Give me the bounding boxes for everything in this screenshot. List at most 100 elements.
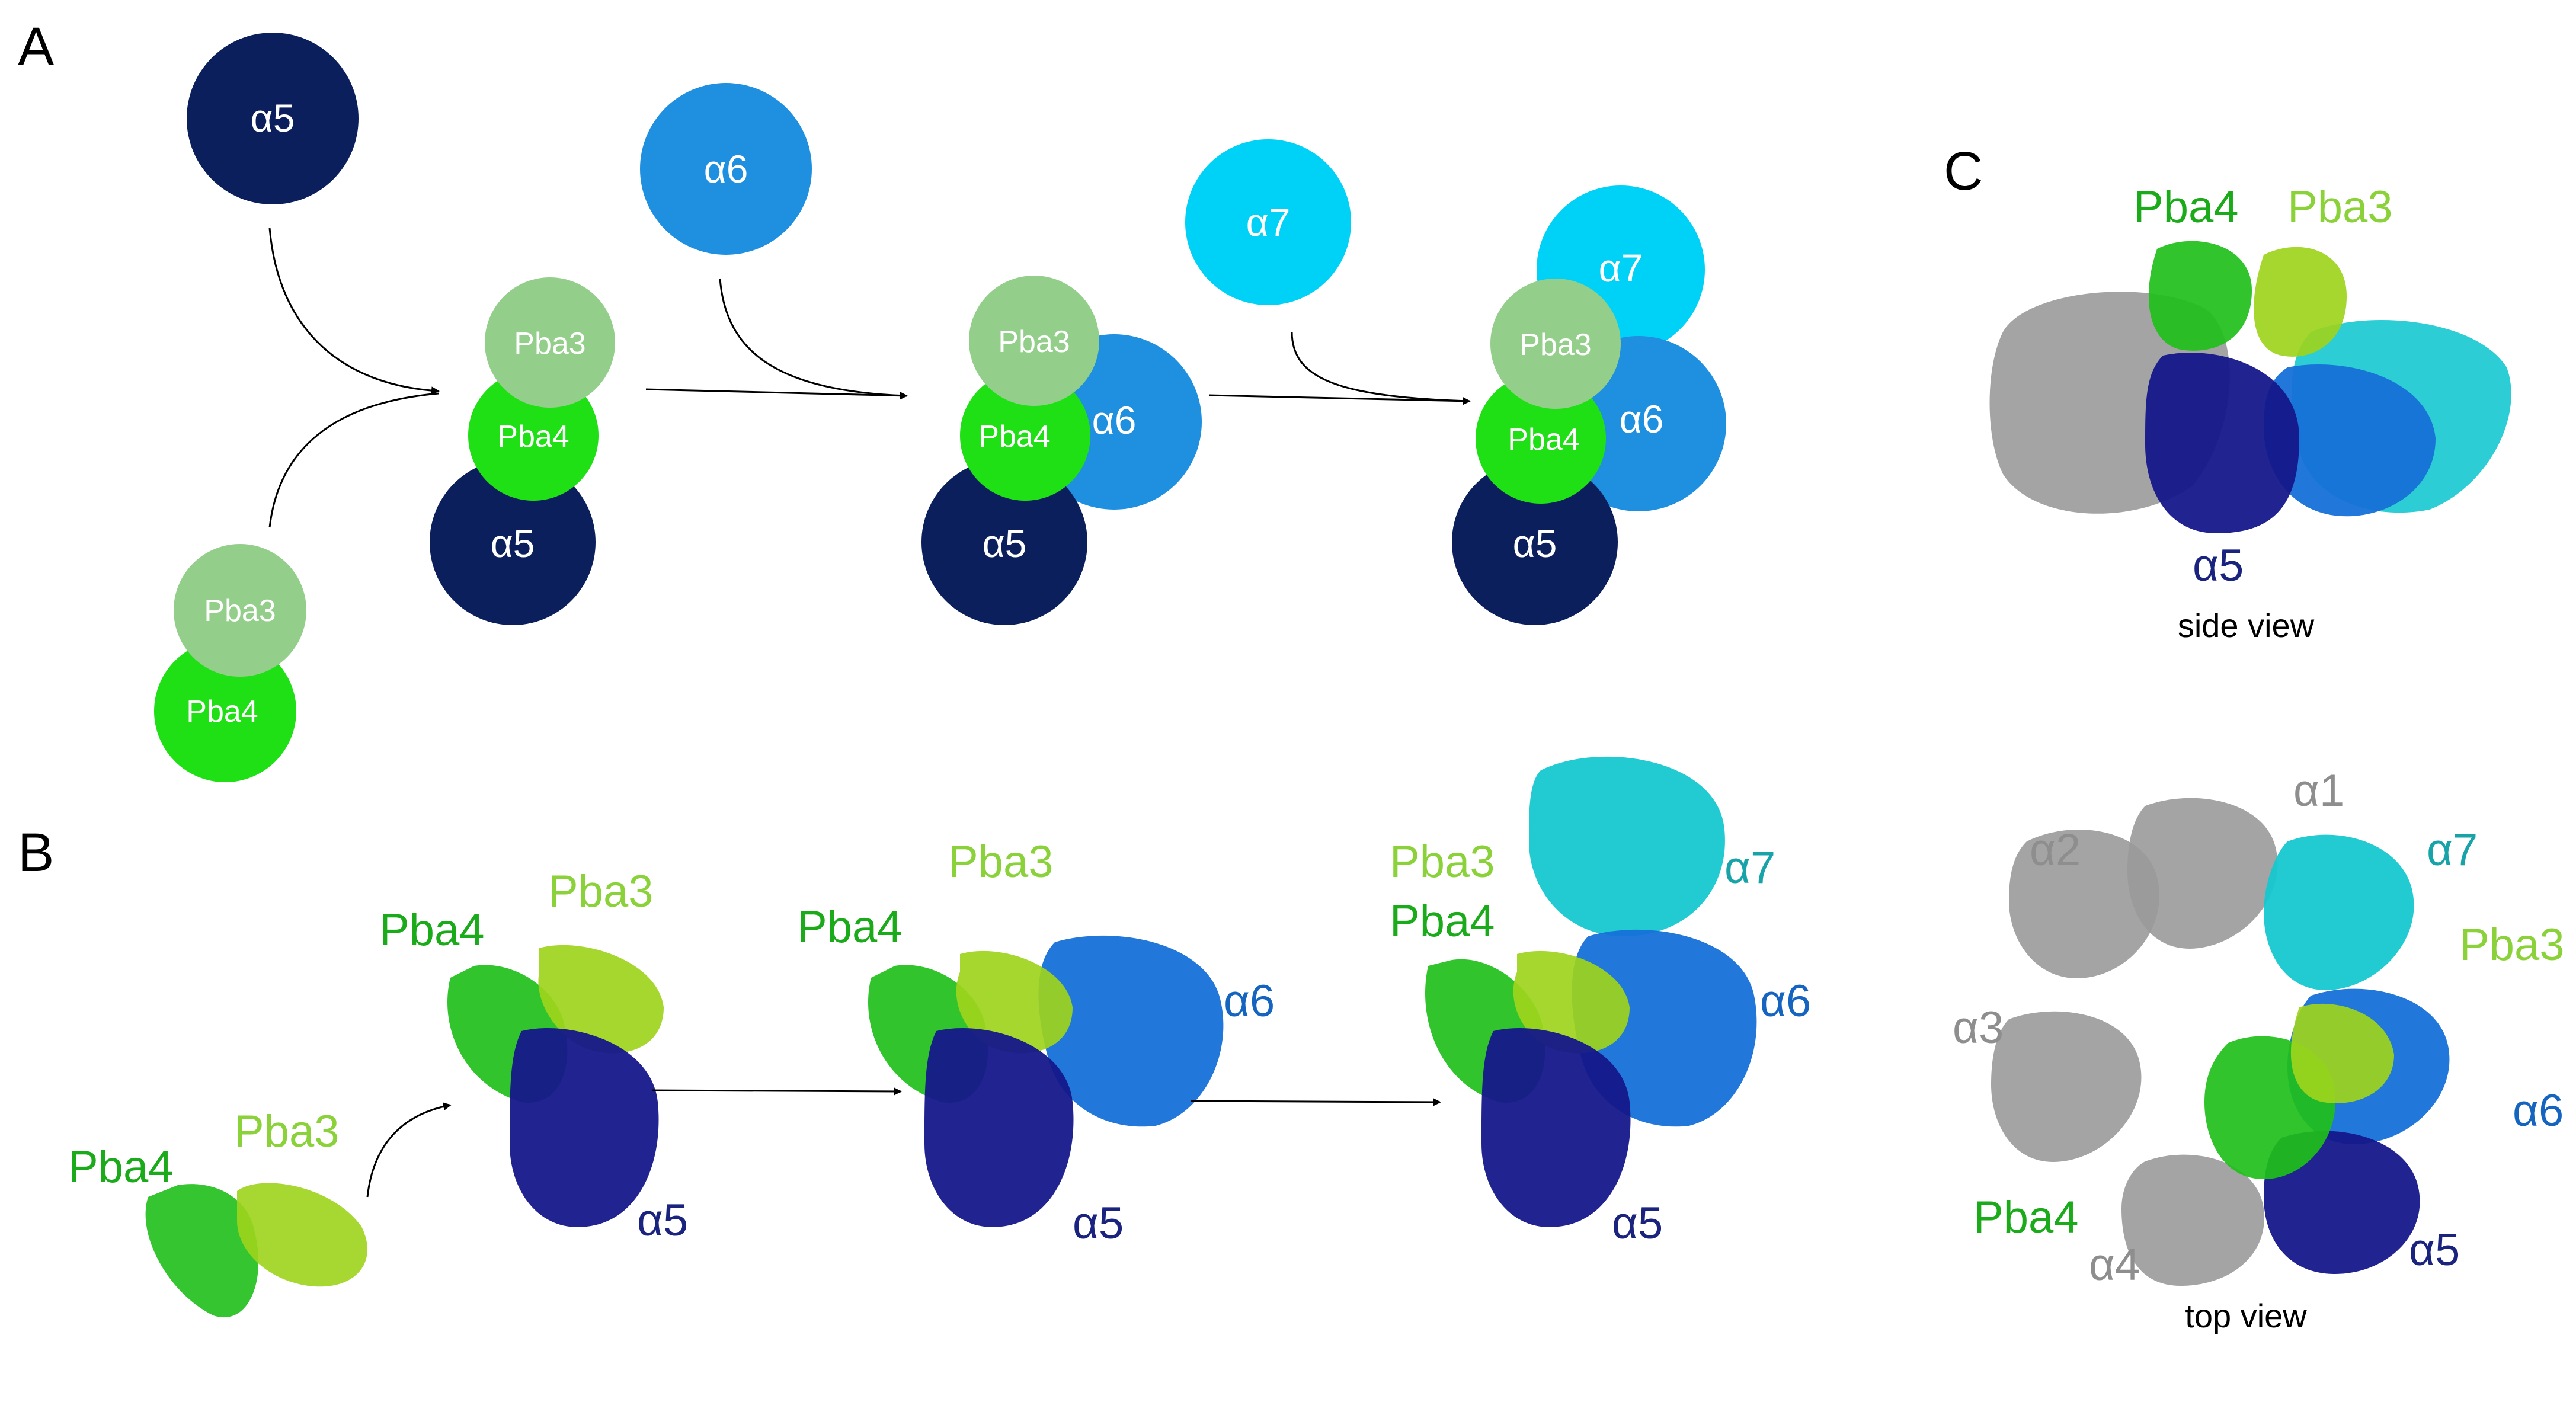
alpha5-label: α5 bbox=[251, 96, 295, 140]
pba3-ribbon bbox=[2254, 247, 2347, 357]
pba4-structure-label: Pba4 bbox=[1973, 1192, 2079, 1243]
panel-letter-c: C bbox=[1944, 141, 1983, 201]
alpha7-ribbon bbox=[2264, 834, 2414, 990]
pba3-structure-label: Pba3 bbox=[2459, 920, 2565, 970]
pba4-circle bbox=[154, 640, 296, 782]
alpha4-structure-label: α4 bbox=[2089, 1240, 2140, 1290]
alpha1-structure-label: α1 bbox=[2293, 766, 2344, 816]
alpha5-structure-label: α5 bbox=[2193, 540, 2244, 591]
b-structure-step3: Pba4 Pba3 α5 α6 bbox=[797, 837, 1275, 1249]
arrow-b-step1 bbox=[366, 1102, 452, 1198]
alpha6-structure-label: α6 bbox=[2513, 1086, 2564, 1136]
pba3-structure-label: Pba3 bbox=[948, 837, 1054, 887]
b-structure-step4: Pba3 Pba4 α5 α6 α7 bbox=[1390, 756, 1811, 1249]
alpha5-structure-label: α5 bbox=[2409, 1225, 2460, 1275]
alpha5-ribbon bbox=[2264, 1131, 2420, 1274]
pba4-ribbon bbox=[145, 1184, 259, 1318]
alpha4-ribbon bbox=[2121, 1154, 2264, 1286]
pba3-structure-label: Pba3 bbox=[234, 1106, 340, 1157]
pba3-circle bbox=[485, 277, 615, 408]
pba3-ribbon bbox=[2290, 1003, 2394, 1103]
alpha7-ribbon bbox=[1529, 756, 1725, 936]
complex-step3: Pba3 Pba4 α5 α6 bbox=[921, 276, 1202, 625]
pba4-structure-label: Pba4 bbox=[379, 905, 485, 955]
arrow-b-step2 bbox=[651, 1087, 902, 1096]
free-alpha6-node: α6 bbox=[640, 83, 812, 255]
alpha5-ribbon bbox=[510, 1028, 659, 1227]
alpha5-label: α5 bbox=[983, 521, 1027, 565]
arrow-pba-to-complex bbox=[268, 392, 439, 528]
alpha6-ribbon bbox=[1038, 935, 1224, 1127]
alpha5-ribbon bbox=[1481, 1028, 1631, 1227]
arrow-step2-to-step3 bbox=[645, 388, 908, 400]
alpha5-circle bbox=[1452, 459, 1618, 625]
top-view-caption: top view bbox=[2185, 1297, 2307, 1334]
pba3-ribbon bbox=[538, 945, 664, 1054]
alpha6-circle bbox=[640, 83, 812, 255]
alpha5-structure-label: α5 bbox=[1073, 1198, 1124, 1249]
arrow-alpha5-to-complex bbox=[268, 228, 440, 395]
alpha5-structure-label: α5 bbox=[637, 1195, 688, 1246]
alpha6-structure-label: α6 bbox=[1224, 976, 1275, 1026]
pba4-structure-label: Pba4 bbox=[68, 1142, 174, 1192]
alpha7-label: α7 bbox=[1246, 200, 1291, 244]
side-view-caption: side view bbox=[2178, 607, 2315, 644]
pba4-label: Pba4 bbox=[978, 420, 1050, 454]
alpha7-circle bbox=[1185, 139, 1351, 305]
pba4-ribbon bbox=[2148, 241, 2252, 351]
c-top-view-structure: α1 α2 α3 α4 α5 α6 α7 Pba3 Pba4 top view bbox=[1953, 766, 2565, 1334]
pba3-ribbon bbox=[1513, 950, 1630, 1054]
pba4-structure-label: Pba4 bbox=[1390, 896, 1495, 946]
alpha6-label: α6 bbox=[1620, 397, 1664, 441]
b-structure-step2: Pba4 Pba3 α5 bbox=[379, 866, 688, 1246]
pba3-structure-label: Pba3 bbox=[548, 866, 654, 917]
c-side-view-structure: Pba4 Pba3 α5 side view bbox=[1989, 182, 2511, 644]
alpha6-structure-label: α6 bbox=[1760, 976, 1811, 1026]
alpha6-label: α6 bbox=[1092, 398, 1137, 442]
pba3-label: Pba3 bbox=[1519, 328, 1591, 362]
complex-step2: Pba3 Pba4 α5 bbox=[430, 277, 615, 625]
pba3-structure-label: Pba3 bbox=[1390, 837, 1495, 887]
alpha5-circle bbox=[187, 33, 359, 204]
panel-letter-b: B bbox=[18, 822, 54, 883]
pba3-label: Pba3 bbox=[514, 327, 585, 361]
pba3-label: Pba3 bbox=[998, 325, 1070, 359]
pba3-structure-label: Pba3 bbox=[2287, 182, 2393, 232]
alpha1-ribbon bbox=[2127, 798, 2278, 949]
alpha7-structure-label: α7 bbox=[2427, 825, 2478, 875]
alpha5-label: α5 bbox=[1513, 521, 1557, 565]
alpha5-circle bbox=[430, 459, 596, 625]
alpha5-ribbon bbox=[924, 1028, 1074, 1227]
pba-heterodimer-node: Pba3 Pba4 bbox=[154, 544, 306, 782]
complex-step4: Pba3 Pba4 α5 α6 α7 bbox=[1452, 185, 1726, 625]
alpha3-ribbon bbox=[1991, 1011, 2142, 1162]
b-structure-pba-dimer: Pba4 Pba3 bbox=[68, 1106, 367, 1318]
pba3-circle bbox=[969, 276, 1099, 406]
alpha6-label: α6 bbox=[704, 147, 748, 191]
pba3-label: Pba3 bbox=[204, 594, 276, 628]
alpha3-structure-label: α3 bbox=[1953, 1003, 2004, 1053]
arrow-step3-to-step4 bbox=[1208, 394, 1471, 405]
alpha6-ribbon bbox=[2264, 364, 2436, 517]
free-alpha7-node: α7 bbox=[1185, 139, 1351, 305]
alpha7-label: α7 bbox=[1599, 246, 1643, 290]
arrow-b-step3 bbox=[1191, 1097, 1441, 1106]
alpha5-label: α5 bbox=[491, 521, 535, 565]
alpha7-structure-label: α7 bbox=[1724, 843, 1775, 893]
pba3-circle bbox=[1490, 279, 1621, 409]
pba3-ribbon bbox=[237, 1183, 367, 1287]
pba4-structure-label: Pba4 bbox=[797, 902, 903, 952]
alpha5-structure-label: α5 bbox=[1612, 1198, 1663, 1249]
alpha5-ribbon bbox=[2145, 353, 2299, 533]
pba4-label: Pba4 bbox=[1508, 422, 1579, 457]
pba4-label: Pba4 bbox=[186, 694, 258, 729]
arrow-alpha6-merge bbox=[719, 278, 907, 397]
arrow-alpha7-merge bbox=[1291, 331, 1470, 402]
pba3-circle bbox=[174, 544, 306, 677]
panel-letter-a: A bbox=[18, 17, 55, 77]
free-alpha5-node: α5 bbox=[187, 33, 359, 204]
pba3-ribbon bbox=[956, 950, 1073, 1054]
alpha2-ribbon bbox=[2009, 830, 2159, 978]
pba4-circle bbox=[960, 370, 1090, 501]
